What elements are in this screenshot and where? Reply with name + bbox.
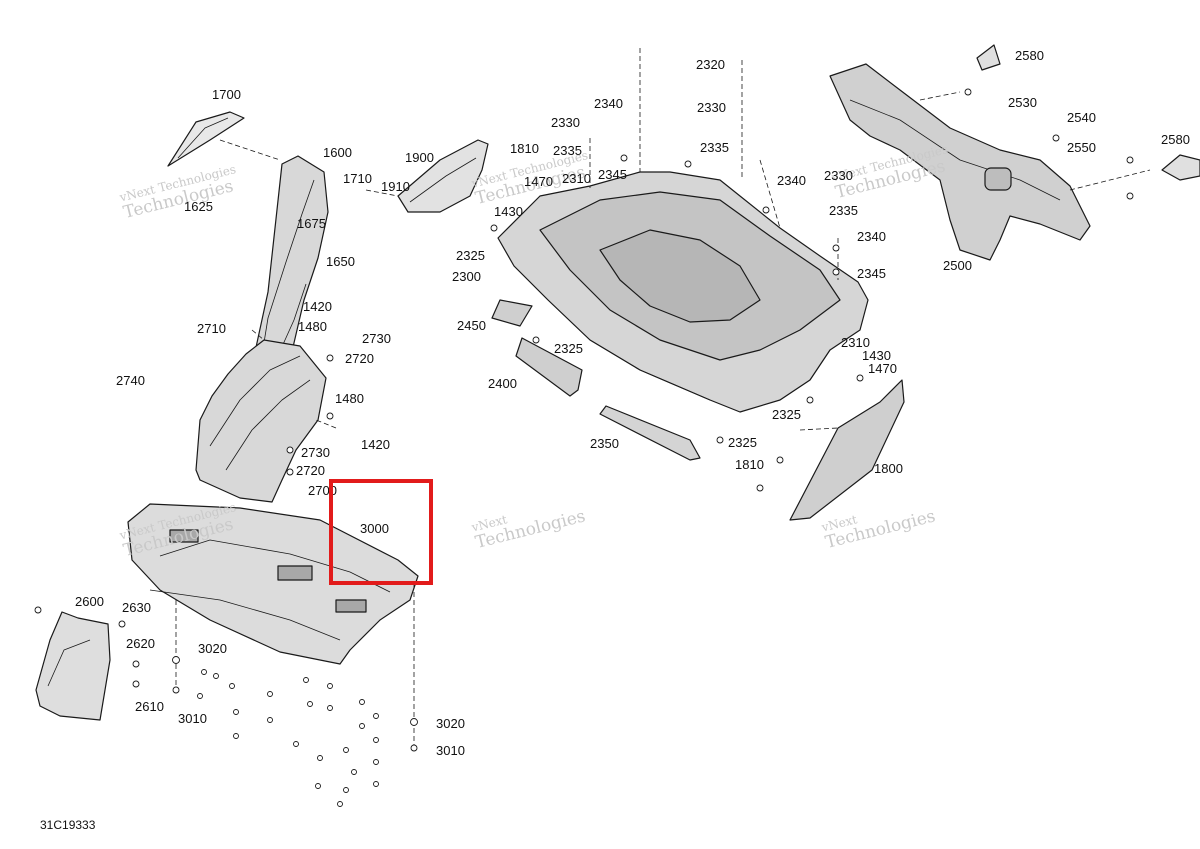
part-label-1430: 1430 (494, 204, 523, 219)
part-label-2630: 2630 (122, 600, 151, 615)
part-1800-tailgate (789, 379, 905, 521)
part-label-1710: 1710 (343, 171, 372, 186)
part-label-2400: 2400 (488, 376, 517, 391)
part-label-2600: 2600 (75, 594, 104, 609)
part-label-2340: 2340 (777, 173, 806, 188)
part-label-2710: 2710 (197, 321, 226, 336)
part-label-1800: 1800 (874, 461, 903, 476)
part-label-1700: 1700 (212, 87, 241, 102)
part-label-2530: 2530 (1008, 95, 1037, 110)
part-label-1910: 1910 (381, 179, 410, 194)
part-label-3020: 3020 (436, 716, 465, 731)
part-label-2310: 2310 (841, 335, 870, 350)
part-label-1470: 1470 (868, 361, 897, 376)
part-label-1675: 1675 (297, 216, 326, 231)
part-label-1650: 1650 (326, 254, 355, 269)
part-label-2340: 2340 (594, 96, 623, 111)
part-label-2350: 2350 (590, 436, 619, 451)
part-label-2610: 2610 (135, 699, 164, 714)
part-label-1480: 1480 (298, 319, 327, 334)
part-label-2335: 2335 (829, 203, 858, 218)
part-label-2310: 2310 (562, 171, 591, 186)
diagram-code: 31C19333 (40, 818, 96, 832)
part-label-2325: 2325 (456, 248, 485, 263)
part-label-2540: 2540 (1067, 110, 1096, 125)
part-2400-side-panel (515, 337, 583, 397)
part-label-1480: 1480 (335, 391, 364, 406)
part-label-1420: 1420 (303, 299, 332, 314)
part-label-2325: 2325 (772, 407, 801, 422)
part-label-2580: 2580 (1015, 48, 1044, 63)
part-label-1420: 1420 (361, 437, 390, 452)
part-label-2345: 2345 (857, 266, 886, 281)
part-label-1600: 1600 (323, 145, 352, 160)
part-label-2720: 2720 (345, 351, 374, 366)
part-label-3010: 3010 (178, 711, 207, 726)
part-label-1470: 1470 (524, 174, 553, 189)
part-label-1810: 1810 (510, 141, 539, 156)
part-label-2450: 2450 (457, 318, 486, 333)
part-label-3010: 3010 (436, 743, 465, 758)
part-label-2330: 2330 (824, 168, 853, 183)
part-label-2550: 2550 (1067, 140, 1096, 155)
part-label-1430: 1430 (862, 348, 891, 363)
part-label-2325: 2325 (728, 435, 757, 450)
part-label-3020: 3020 (198, 641, 227, 656)
part-label-1625: 1625 (184, 199, 213, 214)
part-2450-panel (491, 299, 533, 327)
part-2350-rail (599, 405, 701, 461)
part-label-1900: 1900 (405, 150, 434, 165)
part-label-2325: 2325 (554, 341, 583, 356)
part-label-2335: 2335 (700, 140, 729, 155)
part-1700-panel (167, 111, 245, 167)
part-label-2730: 2730 (362, 331, 391, 346)
part-label-2740: 2740 (116, 373, 145, 388)
part-label-2335: 2335 (553, 143, 582, 158)
part-label-2340: 2340 (857, 229, 886, 244)
part-label-2330: 2330 (697, 100, 726, 115)
part-label-3000: 3000 (360, 521, 389, 536)
part-label-2620: 2620 (126, 636, 155, 651)
highlight-box-part-3000 (329, 479, 433, 585)
part-label-2730: 2730 (301, 445, 330, 460)
part-2580-plate-a (976, 44, 1001, 71)
part-2600-guard (35, 611, 111, 721)
part-label-2720: 2720 (296, 463, 325, 478)
part-label-2500: 2500 (943, 258, 972, 273)
part-label-2580: 2580 (1161, 132, 1190, 147)
part-3000-skid-plate (127, 503, 419, 665)
part-2580-plate-b (1161, 154, 1200, 181)
part-label-2300: 2300 (452, 269, 481, 284)
part-label-2345: 2345 (598, 167, 627, 182)
part-label-1810: 1810 (735, 457, 764, 472)
part-label-2330: 2330 (551, 115, 580, 130)
part-2500-frame (829, 63, 1091, 261)
part-label-2320: 2320 (696, 57, 725, 72)
